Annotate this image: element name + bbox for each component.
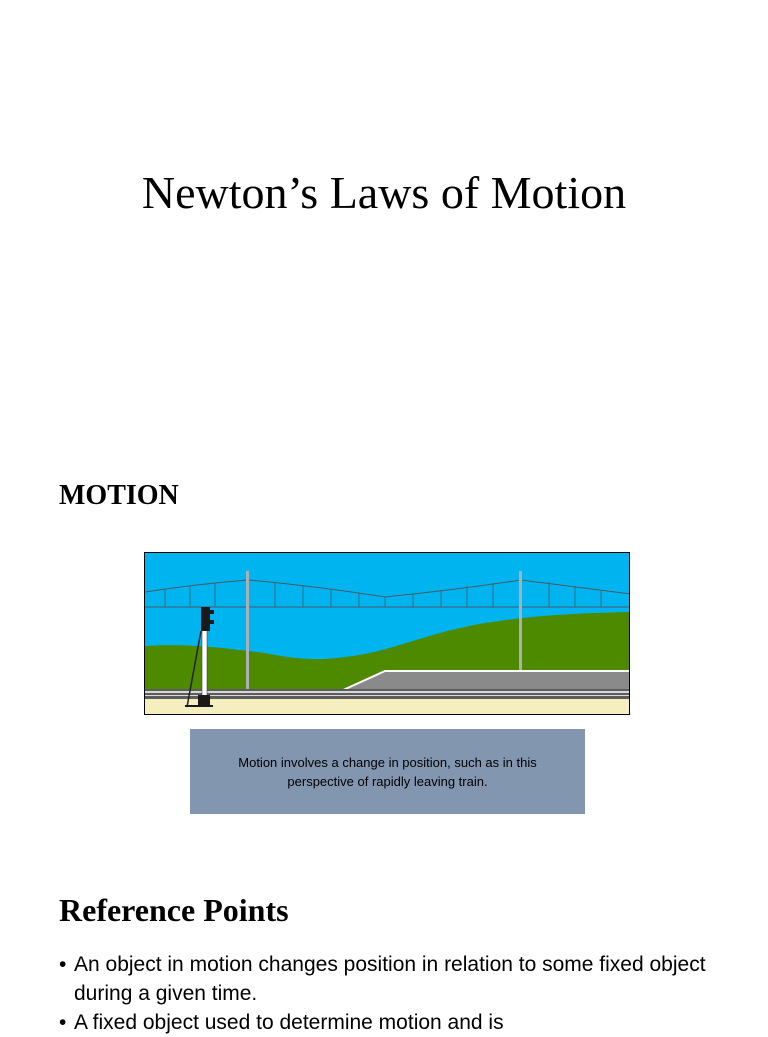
train-perspective-illustration (144, 552, 630, 715)
catenary-wires (145, 579, 629, 608)
track-sleepers (145, 691, 629, 696)
bullet-text: A fixed object used to determine motion … (74, 1011, 504, 1034)
caption-box: Motion involves a change in position, su… (190, 729, 585, 814)
motion-heading: MOTION (59, 480, 179, 511)
slide-title: Newton’s Laws of Motion (141, 167, 627, 218)
bullet-marker: • (59, 1011, 67, 1034)
caption-text: Motion involves a change in position, su… (238, 754, 537, 789)
list-item: • A fixed object used to determine motio… (59, 1008, 739, 1037)
catenary-pole (246, 571, 249, 691)
platform (341, 671, 629, 691)
reference-points-heading: Reference Points (59, 892, 289, 928)
bullet-marker: • (59, 953, 67, 976)
ground (145, 699, 629, 714)
list-item: • An object in motion changes position i… (59, 950, 739, 1008)
signal-post (185, 607, 214, 708)
catenary-pole (519, 571, 522, 673)
track (145, 689, 629, 699)
bullet-text: An object in motion changes position in … (74, 953, 706, 1005)
